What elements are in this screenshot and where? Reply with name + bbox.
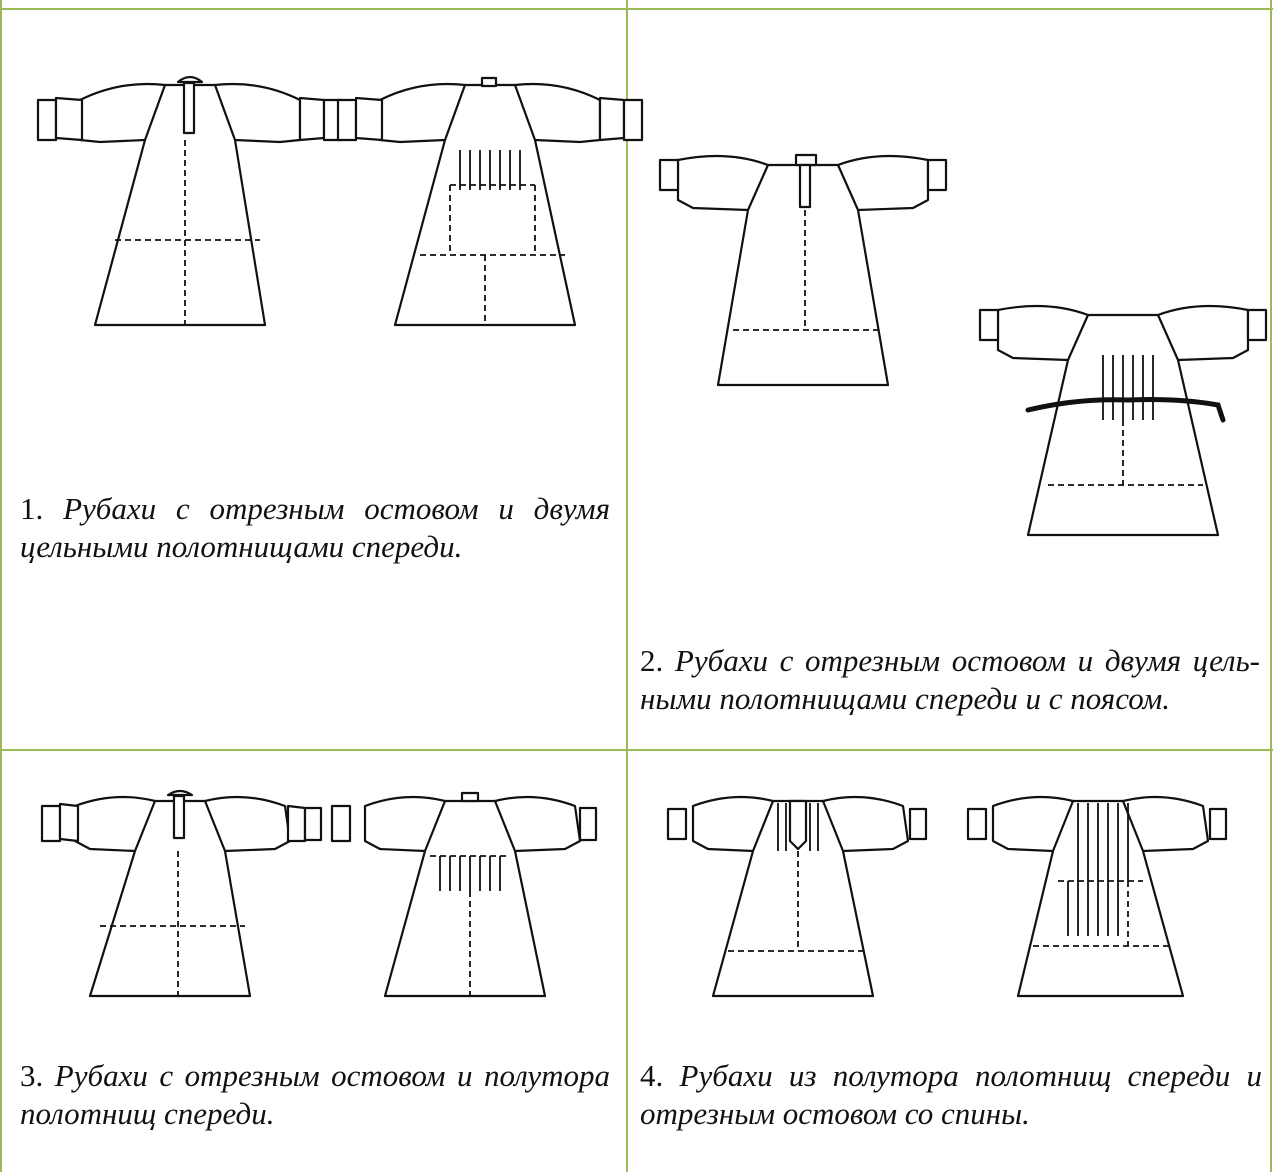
shirt-4a-drawing bbox=[666, 795, 928, 998]
cell-2-text: Рубахи с отрезным остовом и двумя цель-н… bbox=[640, 643, 1261, 716]
cell-3: 3. Рубахи с отрезным остовом и полутора … bbox=[0, 751, 626, 1172]
table-border-middle bbox=[626, 0, 628, 1172]
cell-4-number: 4. bbox=[640, 1058, 664, 1093]
shirt-3a-drawing bbox=[40, 789, 323, 998]
table-border-right bbox=[1270, 0, 1272, 1172]
cell-3-caption: 3. Рубахи с отрезным остовом и полутора … bbox=[20, 1057, 610, 1133]
table-border-top bbox=[0, 8, 1273, 10]
cell-4-caption: 4. Рубахи из полутора полотнищ спереди и… bbox=[640, 1057, 1262, 1133]
cell-1-illustration bbox=[36, 75, 644, 327]
cell-4-text: Рубахи из полутора полотнищ спереди и от… bbox=[640, 1058, 1262, 1131]
shirt-4b-drawing bbox=[966, 795, 1228, 998]
shirt-1a-drawing bbox=[36, 75, 344, 327]
shirt-2a-drawing bbox=[658, 153, 948, 387]
table-border-left bbox=[0, 0, 2, 1172]
cell-4: 4. Рубахи из полутора полотнищ спереди и… bbox=[628, 751, 1270, 1172]
cell-3-number: 3. bbox=[20, 1058, 44, 1093]
shirt-3b-drawing bbox=[330, 791, 598, 998]
cell-2: 2. Рубахи с отрезным остовом и двумя цел… bbox=[628, 10, 1270, 749]
table-border-row bbox=[0, 749, 1273, 751]
cell-1-caption: 1. Рубахи с отрезным остовом и двумя цел… bbox=[20, 490, 610, 566]
cell-4-illustration bbox=[666, 795, 1228, 998]
cell-1: 1. Рубахи с отрезным остовом и двумя цел… bbox=[0, 10, 644, 749]
cell-2-illustration bbox=[658, 153, 1268, 537]
cell-1-text: Рубахи с отрезным остовом и двумя цельны… bbox=[20, 491, 610, 564]
cell-1-number: 1. bbox=[20, 491, 44, 526]
cell-2-caption: 2. Рубахи с отрезным остовом и двумя цел… bbox=[640, 642, 1260, 718]
cell-3-text: Рубахи с отрезным остовом и полутора пол… bbox=[20, 1058, 610, 1131]
cell-2-number: 2. bbox=[640, 643, 664, 678]
shirt-1b-drawing bbox=[336, 76, 644, 327]
cell-3-illustration bbox=[40, 789, 598, 998]
shirt-2b-drawing bbox=[978, 304, 1268, 537]
